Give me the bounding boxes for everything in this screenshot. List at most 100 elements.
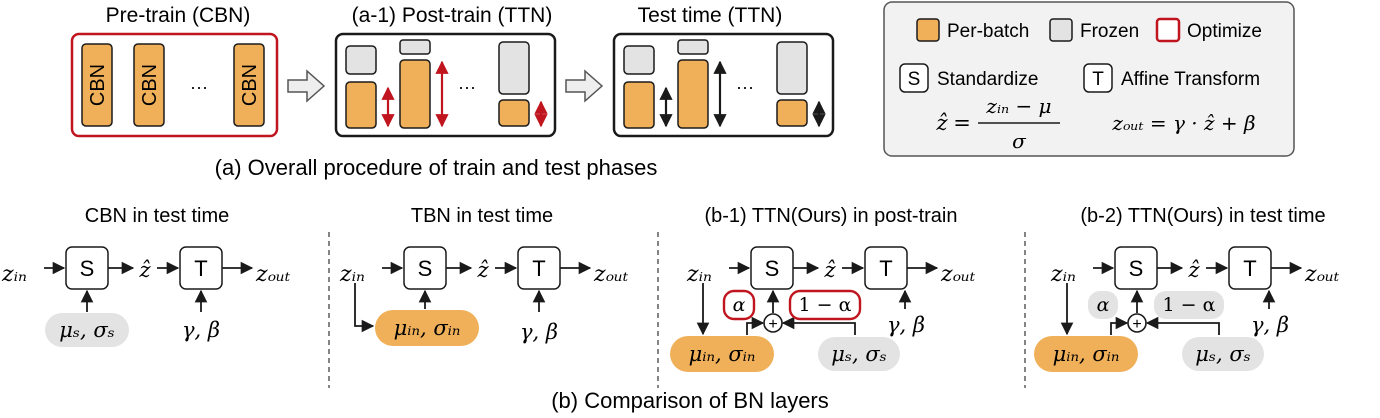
s-label: S: [1129, 256, 1144, 281]
one-minus-alpha-optimize-box: [788, 289, 862, 321]
t-label: T: [194, 256, 207, 281]
z-hat: ẑ: [823, 258, 836, 282]
alpha: α: [1097, 294, 1110, 316]
source-stats: μₛ, σₛ: [59, 318, 114, 342]
batch-stats: μᵢₙ, σᵢₙ: [1053, 342, 1120, 366]
cbn-title: CBN in test time: [85, 205, 229, 227]
frozen-block: [399, 39, 431, 55]
caption-a: (a) Overall procedure of train and test …: [215, 155, 658, 180]
z-in: zᵢₙ: [686, 262, 712, 287]
per-batch-block: [345, 81, 377, 129]
z-out: zₒᵤₜ: [1304, 262, 1340, 287]
source-stats-pill: [1182, 337, 1264, 371]
legend-t-box: [1083, 63, 1113, 93]
cbn-diagram: zᵢₙ S ẑ T zₒᵤₜ μₛ, σₛ γ, β: [1, 246, 291, 347]
frozen-block: [498, 41, 530, 95]
batch-stats-pill: [1034, 336, 1138, 372]
eq-zhat: ẑ: [935, 111, 948, 135]
legend-per-batch-label: Per-batch: [947, 21, 1029, 42]
affine-params: γ, β: [1251, 313, 1289, 337]
plus-sign: +: [768, 316, 777, 333]
z-hat: ẑ: [1187, 258, 1200, 282]
eq-numerator: zᵢₙ − μ: [985, 94, 1051, 118]
testtime-panel: ···: [612, 32, 835, 138]
affine-params: γ, β: [887, 313, 925, 337]
cbn-block-3: CBN: [233, 43, 265, 127]
batch-stats: μᵢₙ, σᵢₙ: [689, 342, 756, 366]
per-batch-block: [677, 59, 709, 129]
z-in: zᵢₙ: [1050, 262, 1076, 287]
alpha: α: [733, 294, 746, 316]
legend-t-label: Affine Transform: [1121, 69, 1260, 90]
legend-s-label: Standardize: [937, 69, 1038, 90]
legend-panel: Per-batch Frozen Optimize S Standardize …: [883, 1, 1295, 157]
tbn-diagram: zᵢₙ S ẑ T zₒᵤₜ μᵢₙ, σᵢₙ γ, β: [339, 246, 629, 346]
posttrain-panel: ···: [334, 32, 557, 138]
posttrain-ellipsis: ···: [458, 77, 476, 97]
per-batch-block: [498, 99, 530, 127]
legend-t-symbol: T: [1092, 69, 1104, 90]
testtime-ellipsis: ···: [736, 77, 754, 97]
pretrain-title: Pre-train (CBN): [106, 4, 251, 27]
source-stats: μₛ, σₛ: [831, 342, 886, 366]
testtime-title: Test time (TTN): [638, 4, 783, 27]
legend-per-batch-swatch: [916, 18, 940, 42]
posttrain-title: (a-1) Post-train (TTN): [352, 4, 553, 27]
legend-optimize-swatch: [1155, 17, 1181, 43]
source-stats: μₛ, σₛ: [1195, 342, 1250, 366]
sum-node: [1127, 313, 1147, 333]
b1-title: (b-1) TTN(Ours) in post-train: [704, 205, 957, 227]
t-label: T: [879, 256, 892, 281]
plus-sign: +: [1132, 316, 1141, 333]
z-in: zᵢₙ: [1, 262, 27, 287]
eq-denominator: σ: [1012, 129, 1027, 153]
z-in: zᵢₙ: [339, 262, 365, 287]
source-stats-pill: [45, 313, 129, 347]
t-label: T: [532, 256, 545, 281]
one-minus-alpha-frozen-box: [1154, 291, 1224, 319]
alpha-optimize-box: [722, 289, 756, 321]
b2-diagram: zᵢₙ S ẑ T zₒᵤₜ μᵢₙ, σᵢₙ μₛ, σₛ + α 1 − α…: [1034, 246, 1340, 372]
z-hat: ẑ: [138, 258, 151, 282]
b1-diagram: zᵢₙ S ẑ T zₒᵤₜ μᵢₙ, σᵢₙ μₛ, σₛ + α 1 − α…: [670, 246, 976, 372]
z-hat: ẑ: [476, 258, 489, 282]
z-out: zₒᵤₜ: [255, 262, 291, 287]
t-label: T: [1243, 256, 1256, 281]
s-label: S: [80, 256, 95, 281]
legend-s-box: [899, 63, 929, 93]
per-batch-block: [399, 59, 431, 129]
affine-params: γ, β: [182, 318, 220, 342]
frozen-block: [776, 41, 808, 95]
legend-frozen-swatch: [1049, 18, 1073, 42]
cbn-label-2: CBN: [139, 64, 161, 106]
pretrain-ellipsis: ···: [190, 77, 208, 97]
legend-optimize-label: Optimize: [1187, 21, 1262, 42]
alpha-frozen-box: [1088, 291, 1118, 319]
flow-arrow-2: [565, 69, 604, 103]
eq-equals: =: [953, 111, 971, 135]
legend-frozen-label: Frozen: [1080, 21, 1139, 42]
z-out: zₒᵤₜ: [593, 262, 629, 287]
flow-arrow-1: [287, 69, 326, 103]
per-batch-block: [623, 81, 655, 129]
affine-params: γ, β: [520, 320, 558, 344]
frozen-block: [677, 39, 709, 55]
one-minus-alpha: 1 − α: [799, 294, 852, 316]
cbn-label-3: CBN: [239, 64, 261, 106]
z-out: zₒᵤₜ: [940, 262, 976, 287]
tbn-title: TBN in test time: [411, 205, 553, 227]
sum-node: [763, 313, 783, 333]
legend-s-symbol: S: [908, 69, 921, 90]
caption-b: (b) Comparison of BN layers: [551, 388, 829, 413]
frozen-block: [623, 45, 655, 75]
b2-title: (b-2) TTN(Ours) in test time: [1080, 205, 1325, 227]
pretrain-panel: CBN CBN ··· CBN: [70, 32, 279, 138]
s-label: S: [765, 256, 780, 281]
one-minus-alpha: 1 − α: [1163, 294, 1216, 316]
batch-stats: μᵢₙ, σᵢₙ: [394, 316, 461, 340]
cbn-label-1: CBN: [87, 64, 109, 106]
cbn-block-1: CBN: [81, 43, 113, 127]
cbn-block-2: CBN: [133, 43, 165, 127]
